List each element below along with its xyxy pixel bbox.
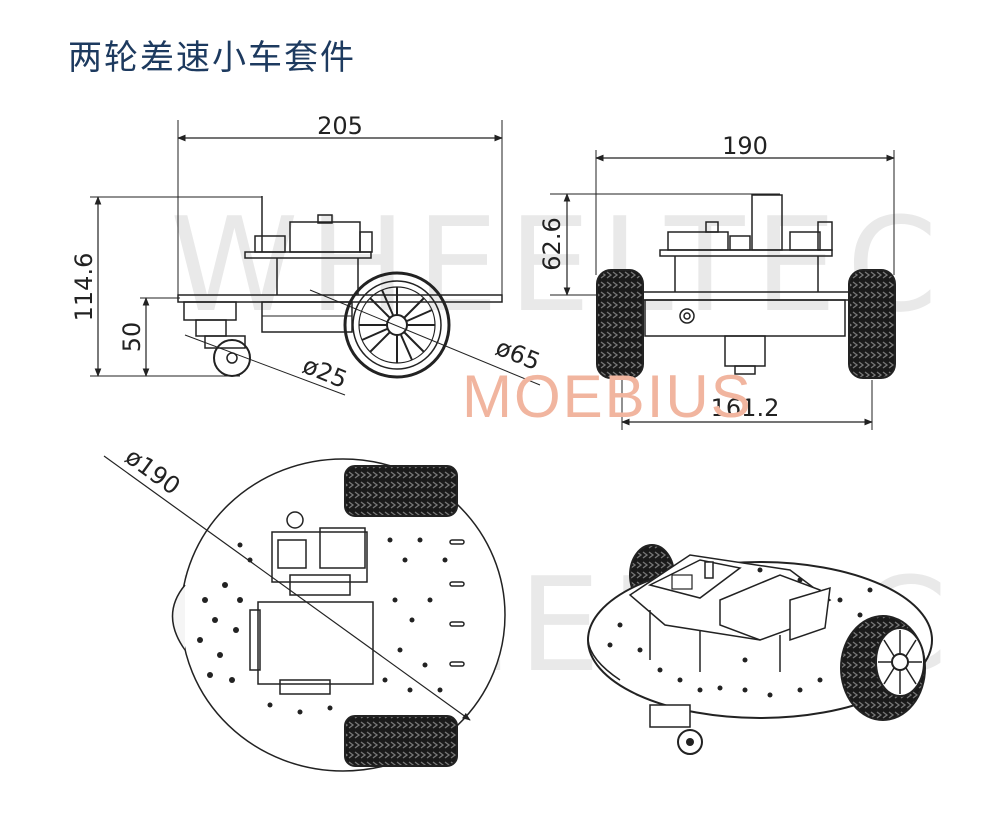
top-view-lower-wheel	[344, 715, 458, 767]
brand-watermark: MOEBIUS	[462, 363, 753, 430]
top-view	[103, 455, 506, 772]
isometric-view	[587, 544, 933, 755]
side-view	[90, 120, 541, 396]
dim-chassis-diameter: ø190	[120, 442, 185, 500]
dim-wheel-track: 161.2	[711, 394, 780, 422]
top-view-holes	[197, 537, 448, 715]
dim-side-height: 114.6	[70, 253, 98, 322]
top-view-upper-wheel	[344, 465, 458, 517]
dim-front-height: 62.6	[538, 217, 566, 270]
page-title: 两轮差速小车套件	[68, 38, 356, 78]
dim-front-width: 190	[722, 132, 768, 160]
dim-axle-height: 50	[118, 322, 146, 353]
front-right-wheel	[848, 269, 896, 379]
front-view	[550, 150, 896, 430]
dim-caster-diameter: ø25	[299, 351, 351, 394]
dim-side-length: 205	[317, 112, 363, 140]
front-left-wheel	[596, 269, 644, 379]
